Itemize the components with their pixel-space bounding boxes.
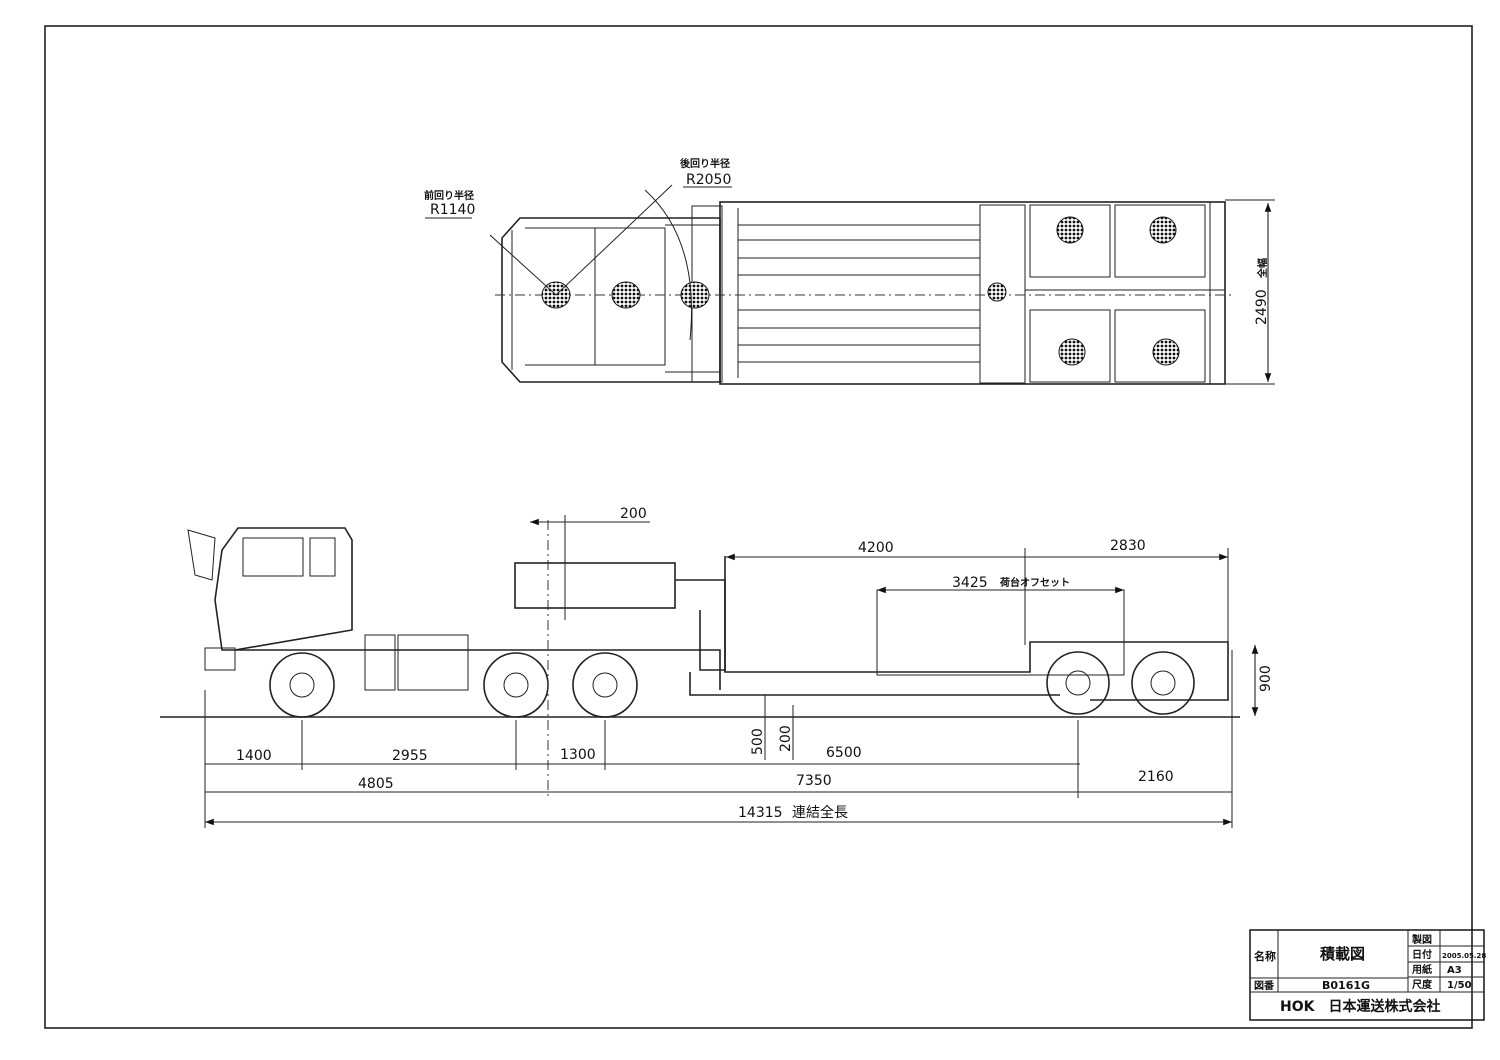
company-name: HOK 日本運送株式会社 <box>1280 998 1440 1015</box>
dim-cargo-offset-label: 荷台オフセット <box>999 576 1070 589</box>
cargo-envelope <box>876 589 1125 676</box>
front-turn-radius: R1140 <box>430 202 475 218</box>
name-label: 名称 <box>1254 949 1276 963</box>
front-turn-radius-label: 前回り半径 <box>424 189 474 202</box>
dim-front-overhang: 1400 <box>236 748 272 764</box>
rear-turn-radius-label: 後回り半径 <box>680 157 730 170</box>
title-block <box>1249 929 1485 1021</box>
date-label: 日付 <box>1412 948 1432 961</box>
top-view <box>425 184 1275 385</box>
dim-trailer-span: 6500 <box>826 745 862 761</box>
dim-deck-front: 4200 <box>858 540 894 556</box>
drafter-label: 製図 <box>1411 933 1432 946</box>
dim-rear-overhang: 2160 <box>1138 769 1174 785</box>
wheels <box>269 651 1195 718</box>
tractor-cab <box>214 527 353 651</box>
scale-label: 尺度 <box>1412 978 1433 991</box>
dim-overall-length-label: 連結全長 <box>792 804 848 821</box>
paper-size: A3 <box>1447 965 1462 976</box>
drawing-no: B0161G <box>1322 979 1370 992</box>
dim-deck-rear: 2830 <box>1110 538 1146 554</box>
dim-ground-clearance: 200 <box>778 725 794 752</box>
dim-tractor-length: 4805 <box>358 776 394 792</box>
dim-tandem-spacing: 1300 <box>560 747 596 763</box>
dim-tractor-wheelbase: 2955 <box>392 748 428 764</box>
dim-rear-height: 900 <box>1258 665 1274 692</box>
drawing-no-label: 図番 <box>1254 979 1275 992</box>
drawing-name: 積載図 <box>1319 945 1365 963</box>
fifth-wheel <box>514 562 676 609</box>
deck-slats <box>737 208 981 378</box>
side-view <box>160 515 1259 828</box>
rear-turn-radius: R2050 <box>686 172 731 188</box>
dim-trailer-wheelbase: 7350 <box>796 773 832 789</box>
dim-cargo-offset: 3425 <box>952 575 988 591</box>
overall-width-label: 全幅 <box>1256 258 1269 279</box>
dim-overall-length: 14315 <box>738 805 783 821</box>
sheet-border <box>44 25 1473 1029</box>
dim-deck-height: 500 <box>750 728 766 755</box>
paper-label: 用紙 <box>1411 963 1432 976</box>
scale: 1/50 <box>1447 980 1472 991</box>
lowbed-deck <box>724 556 1229 701</box>
overall-width: 2490 <box>1254 289 1270 325</box>
dim-kingpin-offset: 200 <box>620 506 647 522</box>
date: 2005.05.28 <box>1442 952 1486 960</box>
